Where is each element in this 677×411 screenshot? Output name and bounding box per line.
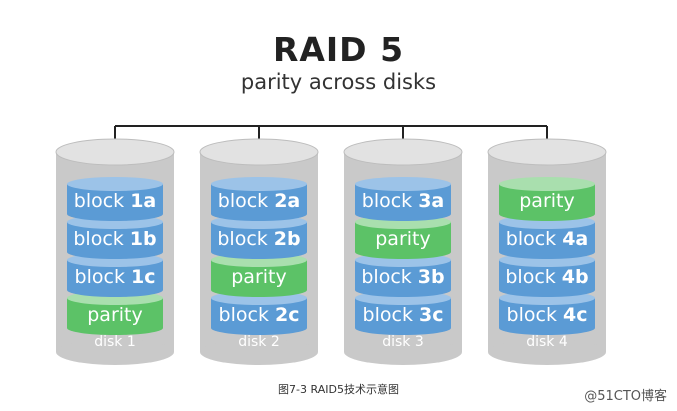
block-label: parity (87, 304, 143, 326)
data-block-3b: block 3b (355, 253, 451, 297)
block-top (499, 177, 595, 191)
block-top (355, 177, 451, 191)
block-label: block 4b (505, 266, 588, 288)
block-label-text: parity (375, 228, 431, 250)
data-block-3c: block 3c (355, 291, 451, 335)
block-id-text: 2b (274, 228, 301, 250)
block-label: parity (231, 266, 287, 288)
block-label-text: block (75, 266, 125, 288)
block-label-text: block (507, 304, 557, 326)
block-label-text: block (73, 228, 123, 250)
block-label-text: parity (87, 304, 143, 326)
diagram-title: RAID 5 (272, 30, 405, 69)
block-label-text: block (219, 304, 269, 326)
data-block-2a: block 2a (211, 177, 307, 221)
data-block-4c: block 4c (499, 291, 595, 335)
block-id-text: 1b (130, 228, 157, 250)
block-label: block 2c (219, 304, 300, 326)
block-label-text: block (505, 266, 555, 288)
block-label-text: block (217, 228, 267, 250)
disk-label: disk 3 (382, 334, 424, 350)
block-label: block 1a (74, 190, 156, 212)
disk-shell-bottom (488, 339, 606, 365)
data-block-2b: block 2b (211, 215, 307, 259)
block-label-text: parity (519, 190, 575, 212)
block-label: block 1c (75, 266, 156, 288)
block-label: block 3b (361, 266, 444, 288)
data-block-1c: block 1c (67, 253, 163, 297)
data-block-4a: block 4a (499, 215, 595, 259)
block-label-text: block (361, 266, 411, 288)
block-label: block 1b (73, 228, 156, 250)
block-label: block 2a (218, 190, 300, 212)
parity-block: parity (499, 177, 595, 221)
disk-shell-top (199, 138, 319, 166)
block-id-text: 1a (130, 190, 156, 212)
block-id-text: 2c (275, 304, 299, 326)
block-top (211, 177, 307, 191)
data-block-1b: block 1b (67, 215, 163, 259)
block-id-text: 4c (563, 304, 587, 326)
block-top (67, 177, 163, 191)
parity-block: parity (355, 215, 451, 259)
figure-caption: 图7-3 RAID5技术示意图 (278, 383, 399, 396)
block-label: block 4c (507, 304, 588, 326)
block-label-text: block (74, 190, 124, 212)
data-block-1a: block 1a (67, 177, 163, 221)
data-block-4b: block 4b (499, 253, 595, 297)
block-label-text: block (362, 190, 412, 212)
block-label: block 3a (362, 190, 444, 212)
block-label-text: block (506, 228, 556, 250)
disk-shell-bottom (200, 339, 318, 365)
block-label: parity (519, 190, 575, 212)
disk-label: disk 1 (94, 334, 136, 350)
data-block-2c: block 2c (211, 291, 307, 335)
disk-2: block 2c parity block 2b block 2a disk 2 (199, 138, 319, 365)
block-id-text: 2a (274, 190, 300, 212)
data-block-3a: block 3a (355, 177, 451, 221)
block-label-text: block (363, 304, 413, 326)
parity-block: parity (67, 291, 163, 335)
block-id-text: 3a (418, 190, 444, 212)
block-label: parity (375, 228, 431, 250)
block-id-text: 4b (562, 266, 589, 288)
block-label-text: block (218, 190, 268, 212)
block-id-text: 3c (419, 304, 443, 326)
block-label: block 3c (363, 304, 444, 326)
connector-lines (114, 125, 548, 176)
block-id-text: 1c (131, 266, 155, 288)
diagram-subtitle: parity across disks (240, 70, 437, 94)
disk-label: disk 4 (526, 334, 568, 350)
disk-shell-top (487, 138, 607, 166)
disk-shell-bottom (56, 339, 174, 365)
block-label: block 4a (506, 228, 588, 250)
parity-block: parity (211, 253, 307, 297)
block-id-text: 3b (418, 266, 445, 288)
disk-shell-top (343, 138, 463, 166)
block-id-text: 4a (562, 228, 588, 250)
block-label: block 2b (217, 228, 300, 250)
disk-shell-top (55, 138, 175, 166)
disk-shell-bottom (344, 339, 462, 365)
block-label-text: parity (231, 266, 287, 288)
disk-label: disk 2 (238, 334, 280, 350)
watermark: @51CTO博客 (584, 389, 667, 404)
